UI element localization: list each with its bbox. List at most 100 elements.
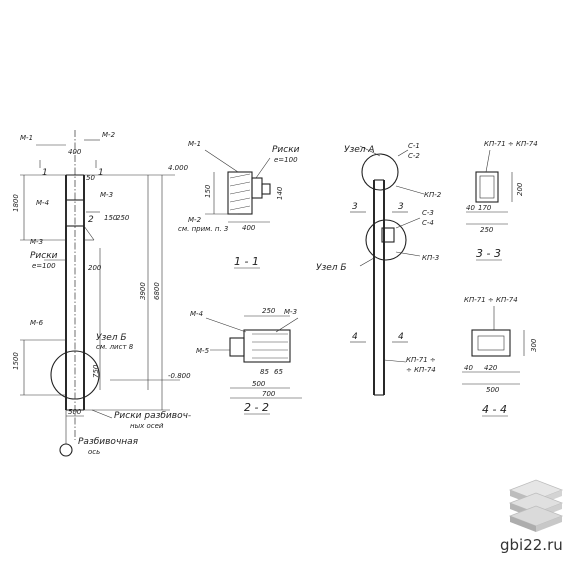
sec11-risk: Риски [272,145,300,155]
mid-cut-3-left: 3 [352,202,358,212]
node-b-label: Узел Б [96,333,127,343]
mid-cut-4-right: 4 [398,332,404,342]
section-3-3: КП-71 ÷ КП-74 40 170 250 200 3 - 3 [466,140,538,261]
mid-kp3: КП-3 [422,254,439,262]
sec33-leader [485,149,491,173]
sec22-m5: М-5 [196,347,210,355]
dim-200: 200 [88,264,102,272]
mid-uzel-b: Узел Б [316,263,347,273]
section-1-1: М-1 Риски е=100 М-2 см. прим. п. 3 400 1… [178,140,300,269]
sec33-outer [475,171,499,203]
sec11-hatch [229,173,251,211]
dim-500: 500 [68,408,82,416]
sec22-m3: М-3 [284,308,297,316]
risk-label: Риски [30,251,58,261]
mid-kp74: ÷ КП-74 [406,366,436,374]
sec33-header: КП-71 ÷ КП-74 [484,140,538,148]
mid-uzel-a: Узел А [344,145,375,155]
section-4-4: КП-71 ÷ КП-74 420 500 40 300 4 - 4 [462,296,538,417]
sec44-dim-300-label: 300 [530,338,538,352]
leader-uzel-b [359,257,375,267]
sec44-dim-40-label: 40 [464,364,473,372]
risk-axes-line1: Риски разбивоч- [114,411,191,421]
sec33-dim-250-label: 250 [480,226,494,234]
sec44-inner [477,335,505,351]
dim-1500: 1500 [12,352,20,370]
risk-axes-line2: ных осей [130,422,164,430]
cut-label-2: 2 [88,215,94,225]
dim-750: 750 [92,364,100,378]
label-m2: М-2 [102,131,116,139]
mid-c3: С-3 [422,209,434,217]
leader-kp71 [383,359,407,363]
sec22-leader-m3 [275,317,299,333]
mid-kp71: КП-71 ÷ [406,356,436,364]
leader-risk-axes [91,409,113,419]
sec44-outer [471,329,511,357]
axis-label-line1: Разбивочная [78,437,139,447]
sec22-leader-m4 [205,317,247,333]
label-m6: М-6 [30,319,44,327]
node-b-circle [50,350,100,400]
sec22-plate [229,337,245,357]
level-top: 4.000 [168,164,189,172]
sec33-dim-170-label: 170 [478,204,492,212]
column-elevation: М-1 М-2 М-3 М-4 М-3 М-6 400 150 250 50 1… [12,130,191,457]
sec11-risk-pitch: е=100 [274,156,298,164]
corbel [65,199,85,227]
sec22-hatch [252,333,288,359]
sec22-dim-500-label: 500 [252,380,266,388]
sec33-inner [479,175,495,199]
node-b-circle-mid [365,219,407,261]
sec11-m2: М-2 [188,216,202,224]
corbel-edge [83,225,95,241]
label-m3-top: М-3 [100,191,113,199]
sec11-leader-m1 [204,149,239,173]
sec44-title: 4 - 4 [482,403,507,416]
leader-kp2 [395,185,425,195]
sec22-dim-85-label: 85 [260,368,269,376]
brand-logo-icon [508,479,564,532]
sec11-leader-risk [255,157,271,179]
leader-kp3 [395,251,421,257]
sec11-m1: М-1 [188,140,201,148]
brand-site: gbi22.ru [500,536,563,554]
sec11-plate [251,177,263,199]
section-2-2: М-4 М-3 М-5 250 500 700 85 65 2 - 2 [190,307,302,415]
sec22-dim-250-label: 250 [262,307,276,315]
sec22-m4: М-4 [190,310,203,318]
cut-label-1-left: 1 [42,168,48,178]
node-a-circle [361,153,399,191]
dim-3900: 3900 [139,282,147,300]
label-m1: М-1 [20,134,33,142]
sec22-dim-65-label: 65 [274,368,283,376]
leader-uzel-a [359,145,381,157]
sec33-dim-40: 40 [466,204,475,212]
sec22-dim-700-label: 700 [262,390,276,398]
node-b-ref: см. лист 8 [96,343,134,351]
sec22-body [243,329,291,363]
sec44-dim-420-label: 420 [484,364,498,372]
mid-cut-3-right: 3 [398,202,404,212]
axis-bubble [59,443,73,457]
mid-kp2: КП-2 [424,191,442,199]
dim-400: 400 [68,148,82,156]
dim-1800: 1800 [12,194,20,212]
mid-c1: С-1 [408,142,420,150]
sec33-title: 3 - 3 [476,247,501,260]
sec11-title: 1 - 1 [234,255,259,268]
sec11-body [227,171,253,215]
sec11-dim-140-label: 140 [276,186,284,200]
beam-elevation: Узел А С-1 С-2 КП-2 С-3 С-4 КП-3 Узел Б … [316,142,442,396]
sec44-header: КП-71 ÷ КП-74 [464,296,518,304]
leader-c3 [395,217,421,229]
sec11-dim-150-label: 150 [204,184,212,198]
label-m4: М-4 [36,199,49,207]
label-m3-side: М-3 [30,238,43,246]
node-b-bracket [381,227,395,243]
dim-250: 250 [116,214,130,222]
mid-c4: С-4 [422,219,434,227]
sec11-dim-400-label: 400 [242,224,256,232]
sec22-title: 2 - 2 [244,401,269,414]
